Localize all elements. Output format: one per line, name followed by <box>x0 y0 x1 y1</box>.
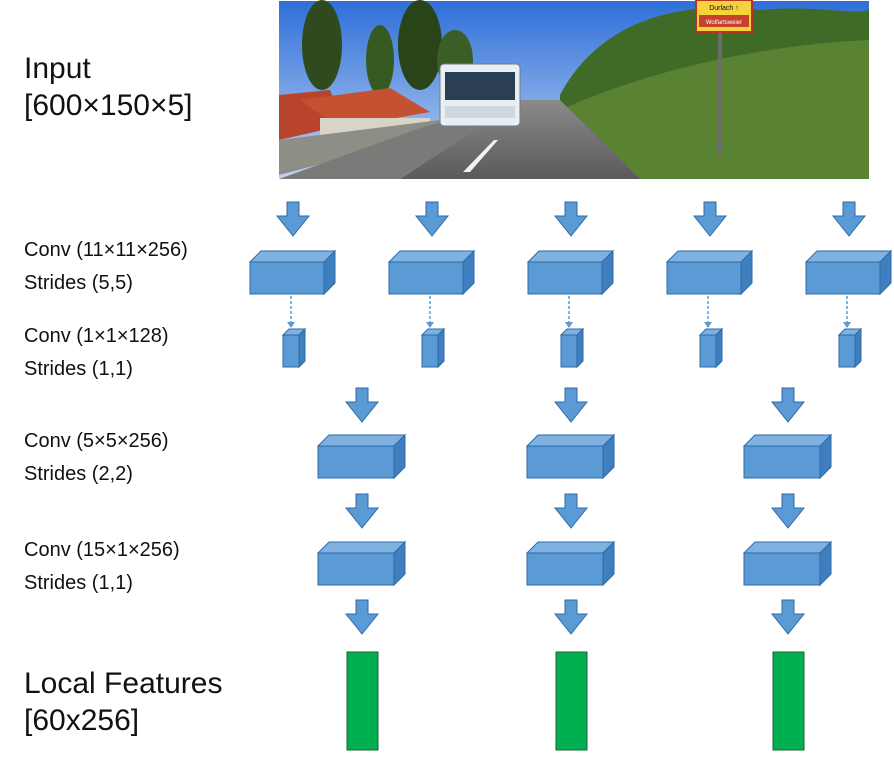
conv-block-group <box>248 249 893 587</box>
conv1-to-conv2-arrow-2-head <box>426 322 434 328</box>
input-image: Durlach ↑ Wolfartsweier <box>279 0 869 179</box>
small-arrow-group <box>287 296 851 328</box>
layer-2-label: Conv (1×1×128) Strides (1,1) <box>24 320 169 386</box>
local-feature-bar-2 <box>555 651 588 751</box>
merge-arrow-1 <box>344 387 380 423</box>
arrow-group <box>275 201 867 635</box>
conv2-block-5 <box>837 327 863 369</box>
layer-2-conv: Conv (1×1×128) <box>24 325 169 347</box>
conv1-block-4 <box>665 249 754 296</box>
conv1-to-conv2-arrow-1-head <box>287 322 295 328</box>
layer-4-label: Conv (15×1×256) Strides (1,1) <box>24 534 180 600</box>
feature-group <box>346 651 805 751</box>
conv4-block-1 <box>316 540 407 587</box>
merge-arrow-3 <box>770 387 806 423</box>
conv4-block-2 <box>525 540 616 587</box>
layer-1-strides: Strides (5,5) <box>24 272 133 294</box>
conv4-block-3 <box>742 540 833 587</box>
conv1-block-1 <box>248 249 337 296</box>
sign-line-1: Durlach ↑ <box>709 5 739 12</box>
output-label: Local Features [60x256] <box>24 665 222 739</box>
conv1-block-5 <box>804 249 893 296</box>
conv3-arrow-2 <box>553 493 589 529</box>
output-title: Local Features <box>24 667 223 700</box>
conv1-block-3 <box>526 249 615 296</box>
input-arrow-4 <box>692 201 728 237</box>
sign-line-2: Wolfartsweier <box>706 20 742 26</box>
input-arrow-5 <box>831 201 867 237</box>
layer-1-conv: Conv (11×11×256) <box>24 239 188 261</box>
conv1-to-conv2-arrow-5-head <box>843 322 851 328</box>
input-label: Input [600×150×5] <box>24 50 193 124</box>
conv4-arrow-1 <box>344 599 380 635</box>
layer-2-strides: Strides (1,1) <box>24 358 133 380</box>
conv1-to-conv2-arrow-4-head <box>704 322 712 328</box>
conv2-block-4 <box>698 327 724 369</box>
layer-4-conv: Conv (15×1×256) <box>24 539 180 561</box>
conv2-block-1 <box>281 327 307 369</box>
conv3-block-1 <box>316 433 407 480</box>
output-dims: [60x256] <box>24 704 140 737</box>
layer-4-strides: Strides (1,1) <box>24 572 133 594</box>
input-title: Input <box>24 52 91 85</box>
input-dims: [600×150×5] <box>24 89 193 122</box>
layer-1-label: Conv (11×11×256) Strides (5,5) <box>24 234 188 300</box>
local-feature-bar-3 <box>772 651 805 751</box>
input-arrow-1 <box>275 201 311 237</box>
merge-arrow-2 <box>553 387 589 423</box>
conv4-arrow-2 <box>553 599 589 635</box>
conv2-block-3 <box>559 327 585 369</box>
layer-3-label: Conv (5×5×256) Strides (2,2) <box>24 425 169 491</box>
conv3-arrow-1 <box>344 493 380 529</box>
conv4-arrow-3 <box>770 599 806 635</box>
layer-3-conv: Conv (5×5×256) <box>24 430 169 452</box>
conv3-block-3 <box>742 433 833 480</box>
conv3-arrow-3 <box>770 493 806 529</box>
conv3-block-2 <box>525 433 616 480</box>
local-feature-bar-1 <box>346 651 379 751</box>
conv1-to-conv2-arrow-3-head <box>565 322 573 328</box>
input-arrow-3 <box>553 201 589 237</box>
conv2-block-2 <box>420 327 446 369</box>
input-arrow-2 <box>414 201 450 237</box>
layer-3-strides: Strides (2,2) <box>24 463 133 485</box>
conv1-block-2 <box>387 249 476 296</box>
